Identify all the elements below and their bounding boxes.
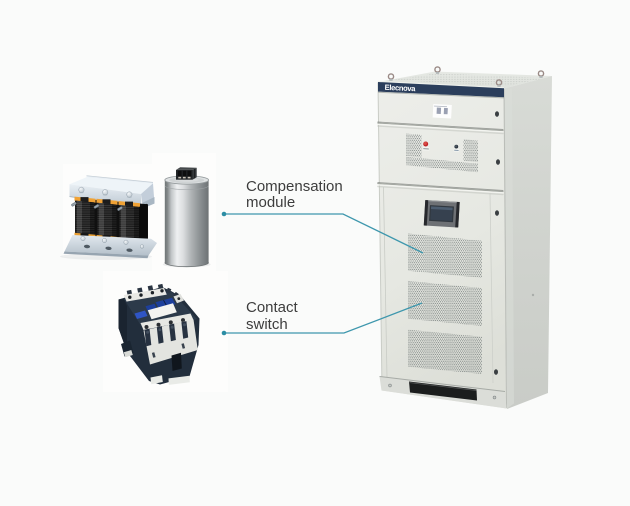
svg-text:Elecnova: Elecnova — [384, 83, 416, 93]
